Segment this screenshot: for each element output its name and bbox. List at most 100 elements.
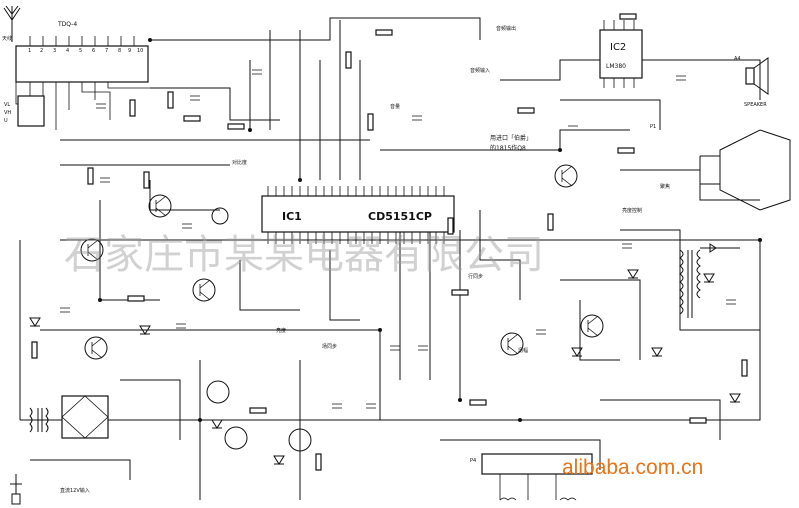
brand-logo: alibaba.com.cn: [562, 456, 703, 479]
resistor-r27: [127, 295, 145, 302]
transistor-q4: [211, 207, 229, 225]
resistor-r9: [183, 115, 201, 122]
ic2-part: LM380: [606, 63, 626, 70]
resistor-r24: [447, 217, 454, 235]
resistor-r1: [129, 99, 136, 117]
resistor-r40: [547, 213, 554, 231]
antenna-label: 天线: [2, 35, 12, 42]
wiring: [19, 17, 761, 500]
power-supply: 直流12V输入: [10, 395, 131, 505]
tuner-pin-4: 4: [66, 48, 69, 54]
resistor-r17: [367, 113, 374, 131]
transistor-q7: [224, 426, 248, 450]
ic1-name: IC1: [282, 210, 302, 223]
transistor-q6: [206, 380, 230, 404]
bottom-connector: [481, 453, 593, 501]
transistor-q2: [80, 238, 104, 262]
band-u: U: [4, 118, 8, 124]
band-vh: VH: [4, 110, 11, 116]
diode-d5: [571, 347, 583, 357]
brightness-label: 亮度: [276, 327, 286, 334]
transistor-q8: [554, 164, 578, 188]
tuner-label: TDQ-4: [57, 21, 77, 28]
ic1-part: CD5151CP: [368, 210, 432, 223]
contrast-label: 对比度: [232, 159, 247, 166]
junctions: [98, 38, 762, 422]
band-switch: [17, 95, 45, 127]
resistor-r38: [451, 289, 469, 296]
hold-label: 行同步: [468, 273, 483, 280]
ic2-body: [599, 29, 643, 79]
diodes: [29, 269, 741, 465]
diode-d3: [211, 419, 223, 429]
transistor-q10: [580, 314, 604, 338]
tuner-pin-1: 1: [28, 48, 31, 54]
resistor-r46: [689, 417, 707, 424]
crt: P1: [650, 124, 791, 211]
bright-ctrl-label: 亮度控制: [622, 207, 642, 214]
resistor-r31: [249, 407, 267, 414]
resistor-r5: [87, 167, 94, 185]
dc-input-label: 直流12V输入: [60, 487, 90, 494]
resistor-r21: [619, 13, 637, 20]
note-line-1: 用进口「伯爵」: [490, 134, 532, 142]
passives: [31, 13, 748, 471]
control-labels: 对比度 亮度 音量 行同步 场同步 场幅 亮度控制 聚焦 音频输出 音频输入 P…: [232, 25, 670, 464]
diode-d7: [729, 393, 741, 403]
resistor-r44: [741, 359, 748, 377]
tuner-pin-6: 6: [92, 48, 95, 54]
diode-d6: [651, 347, 663, 357]
ic2-name: IC2: [610, 42, 626, 53]
audio-out-label: 音频输出: [496, 25, 516, 32]
antenna-section: 天线 TDQ-4 1 2 3 4 5 6 7 8 9 10 VL VH U: [2, 5, 150, 130]
speaker: SPEAKER A4: [734, 56, 769, 108]
watermark: 石家庄市某某电器有限公司: [64, 232, 544, 278]
ic1-body: [261, 195, 455, 233]
resistor-r33: [315, 453, 322, 471]
tuner-pin-5: 5: [79, 48, 82, 54]
bridge-rectifier: [61, 395, 109, 439]
transistor-q11: [288, 428, 312, 452]
tuner-pin-7: 7: [105, 48, 108, 54]
tuner-box: [15, 45, 149, 83]
flyback-transformer: [679, 243, 740, 318]
resistor-r42: [617, 147, 635, 154]
audio-in-label: 音频输入: [470, 67, 490, 74]
tuner-pin-10: 10: [137, 48, 143, 54]
connector-p4: P4: [470, 458, 476, 464]
resistor-r19: [517, 107, 535, 114]
transistor-q3: [192, 278, 216, 302]
diode-d8: [627, 269, 639, 279]
vsize-label: 场幅: [518, 347, 528, 354]
resistor-r13: [345, 51, 352, 69]
vhold-label: 场同步: [322, 343, 337, 350]
diode-d4: [273, 455, 285, 465]
transistor-q5: [84, 336, 108, 360]
p4-block: [481, 453, 593, 475]
resistor-r15: [375, 29, 393, 36]
note-line-2: 的1815作Q8: [490, 144, 526, 152]
diode-d9: [703, 273, 715, 283]
band-vl: VL: [4, 102, 10, 108]
diode-d2: [139, 325, 151, 335]
diode-d1: [29, 317, 41, 327]
transistors: [80, 164, 604, 452]
speaker-label: SPEAKER: [744, 102, 767, 108]
volume-label: 音量: [390, 103, 400, 110]
note: 用进口「伯爵」 的1815作Q8: [490, 134, 532, 152]
tuner-pin-3: 3: [53, 48, 56, 54]
tuner-pin-8: 8: [118, 48, 121, 54]
ic1: IC1 CD5151CP: [261, 186, 455, 244]
speaker-coil: [745, 67, 755, 85]
transistor-q9: [500, 332, 524, 356]
tuner-pin-9: 9: [128, 48, 131, 54]
resistor-r11: [227, 123, 245, 130]
focus-label: 聚焦: [660, 183, 670, 190]
tuner-pin-2: 2: [40, 48, 43, 54]
connector-a4: A4: [734, 56, 741, 62]
transistor-q1: [148, 194, 172, 218]
resistor-r3: [167, 91, 174, 109]
ic2: IC2 LM380: [599, 20, 643, 88]
resistor-r7: [143, 171, 150, 189]
